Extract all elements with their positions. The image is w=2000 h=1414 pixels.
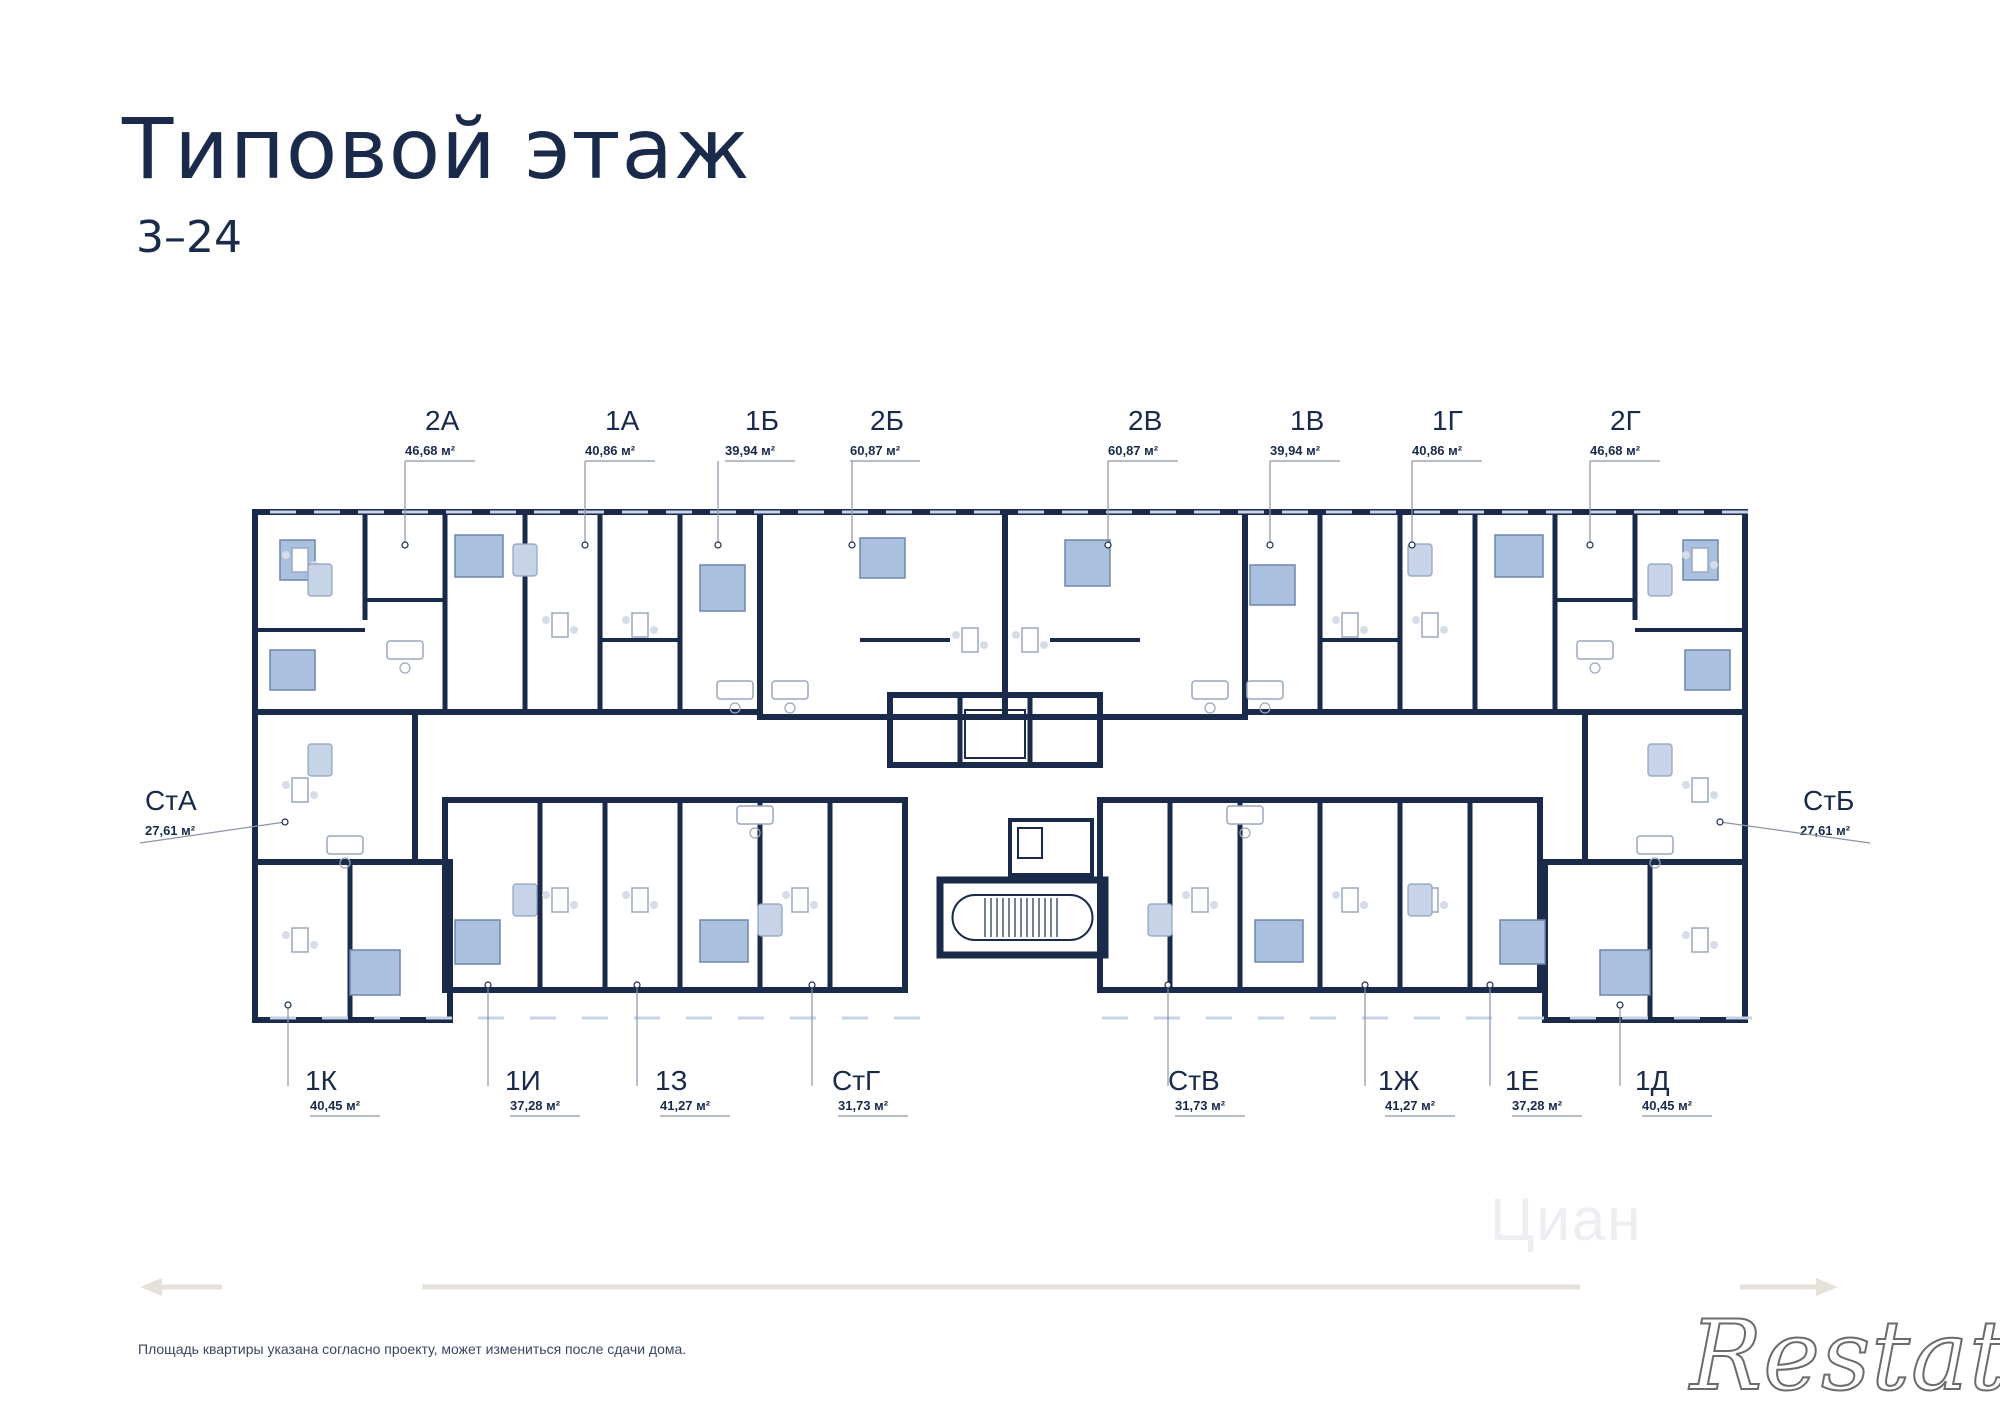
- unit-area-1E: 37,28 м²: [1512, 1098, 1563, 1113]
- unit-area-1G: 40,86 м²: [1412, 443, 1463, 458]
- unit-label-2B: 2Б: [870, 405, 904, 436]
- cian-watermark-text: Циан: [1490, 1186, 1643, 1253]
- unit-area-1Z: 41,27 м²: [660, 1098, 711, 1113]
- unit-labels: 2А 46,68 м² 1А 40,86 м² 1Б 39,94 м² 2Б 60,87 м²…: [139, 405, 1871, 1117]
- unit-label-StV: СтВ: [1168, 1065, 1220, 1096]
- unit-StA[interactable]: СтА 27,61 м²: [139, 785, 289, 844]
- page-title: Типовой этаж: [122, 100, 751, 198]
- unit-area-StV: 31,73 м²: [1175, 1098, 1226, 1113]
- unit-2B[interactable]: 2Б 60,87 м²: [848, 405, 920, 549]
- unit-2G[interactable]: 2Г 46,68 м²: [1586, 405, 1660, 549]
- unit-1D[interactable]: 1Д 40,45 м²: [1616, 1001, 1712, 1117]
- unit-label-2A: 2А: [425, 405, 460, 436]
- unit-StB[interactable]: СтБ 27,61 м²: [1716, 785, 1871, 844]
- unit-label-1D: 1Д: [1635, 1065, 1670, 1096]
- footnote: Площадь квартиры указана согласно проект…: [138, 1341, 687, 1357]
- unit-area-2V: 60,87 м²: [1108, 443, 1159, 458]
- unit-1E[interactable]: 1Е 37,28 м²: [1486, 981, 1582, 1117]
- unit-label-1Zh: 1Ж: [1378, 1065, 1420, 1096]
- unit-area-1V: 39,94 м²: [1270, 443, 1321, 458]
- unit-1I[interactable]: 1И 37,28 м²: [484, 981, 580, 1117]
- unit-1B[interactable]: 1Б 39,94 м²: [714, 405, 795, 549]
- unit-area-2G: 46,68 м²: [1590, 443, 1641, 458]
- unit-1V[interactable]: 1В 39,94 м²: [1266, 405, 1340, 549]
- unit-2V[interactable]: 2В 60,87 м²: [1104, 405, 1178, 549]
- floor-range: 3–24: [136, 212, 242, 263]
- unit-2A[interactable]: 2А 46,68 м²: [401, 405, 475, 549]
- unit-label-StG: СтГ: [832, 1065, 880, 1096]
- unit-area-StB: 27,61 м²: [1800, 823, 1851, 838]
- furniture-layer: [269, 534, 1731, 996]
- unit-label-1B: 1Б: [745, 405, 779, 436]
- unit-1Zh[interactable]: 1Ж 41,27 м²: [1361, 981, 1455, 1117]
- unit-area-2B: 60,87 м²: [850, 443, 901, 458]
- unit-label-StB: СтБ: [1803, 785, 1854, 816]
- unit-area-1Zh: 41,27 м²: [1385, 1098, 1436, 1113]
- unit-StV[interactable]: СтВ 31,73 м²: [1164, 981, 1245, 1117]
- building-walls: [252, 509, 1752, 1023]
- unit-area-1K: 40,45 м²: [310, 1098, 361, 1113]
- unit-area-1B: 39,94 м²: [725, 443, 776, 458]
- unit-label-StA: СтА: [145, 785, 197, 816]
- unit-label-1A: 1А: [605, 405, 640, 436]
- unit-label-1G: 1Г: [1432, 405, 1463, 436]
- unit-StG[interactable]: СтГ 31,73 м²: [808, 981, 908, 1117]
- unit-1K[interactable]: 1К 40,45 м²: [284, 1001, 380, 1117]
- unit-label-1I: 1И: [505, 1065, 541, 1096]
- unit-label-1K: 1К: [305, 1065, 338, 1096]
- unit-label-2V: 2В: [1128, 405, 1162, 436]
- unit-1A[interactable]: 1А 40,86 м²: [581, 405, 655, 549]
- unit-area-2A: 46,68 м²: [405, 443, 456, 458]
- unit-1Z[interactable]: 1З 41,27 м²: [633, 981, 730, 1117]
- unit-label-2G: 2Г: [1610, 405, 1641, 436]
- building-core: [887, 692, 1109, 959]
- unit-label-1Z: 1З: [655, 1065, 687, 1096]
- unit-label-1V: 1В: [1290, 405, 1324, 436]
- unit-area-1D: 40,45 м²: [1642, 1098, 1693, 1113]
- unit-area-1A: 40,86 м²: [585, 443, 636, 458]
- unit-area-StG: 31,73 м²: [838, 1098, 889, 1113]
- unit-1G[interactable]: 1Г 40,86 м²: [1408, 405, 1482, 549]
- street-line: [140, 1278, 1838, 1296]
- unit-area-1I: 37,28 м²: [510, 1098, 561, 1113]
- unit-label-1E: 1Е: [1505, 1065, 1539, 1096]
- restate-logo: Restate: [1689, 1299, 2000, 1413]
- unit-area-StA: 27,61 м²: [145, 823, 196, 838]
